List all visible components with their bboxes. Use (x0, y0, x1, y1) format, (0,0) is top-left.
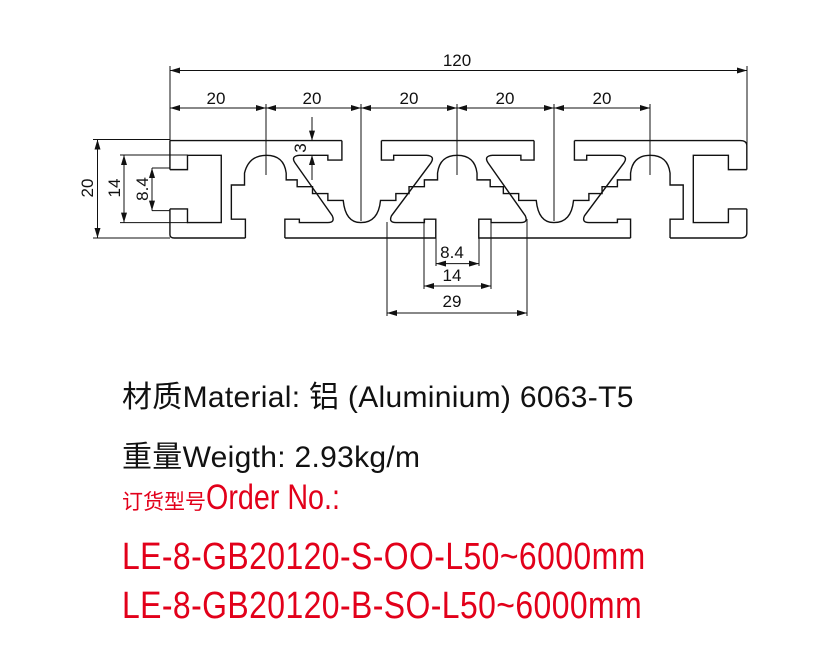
dim-pitch-1: 20 (207, 89, 226, 108)
dim-bottom-slot-opening: 8.4 (440, 243, 464, 262)
dimension-labels: 120 20 20 20 20 20 3 20 14 8.4 8.4 14 29 (78, 51, 611, 311)
slot-80-right-arm (574, 141, 630, 238)
dim-pitch-4: 20 (496, 89, 515, 108)
dim-height: 20 (78, 179, 97, 198)
dim-slot-opening: 8.4 (133, 177, 152, 201)
material-spec: 材质Material: 铝 (Aluminium) 6063-T5 (122, 381, 634, 414)
profile-drawing: 120 20 20 20 20 20 3 20 14 8.4 8.4 14 29 (78, 51, 748, 316)
order-code-2: LE-8-GB20120-B-SO-L50~6000mm (122, 585, 643, 627)
dim-wall-depth: 3 (291, 143, 310, 152)
dim-slot-inner-width: 14 (105, 179, 124, 198)
dim-bottom-slot-outer: 29 (443, 292, 462, 311)
order-label-en: Order No.: (206, 478, 340, 517)
right-end-slot (693, 155, 747, 222)
dimension-lines (93, 66, 748, 316)
dim-pitch-2: 20 (303, 89, 322, 108)
slot-40-right-arm (381, 141, 435, 238)
profile-outline (170, 141, 747, 238)
dim-pitch-3: 20 (400, 89, 419, 108)
top-edge (170, 141, 747, 238)
left-end-slot (170, 155, 221, 222)
order-code-1: LE-8-GB20120-S-OO-L50~6000mm (122, 536, 646, 578)
slot-40-left-arm (285, 141, 342, 238)
dim-pitch-5: 20 (593, 89, 612, 108)
order-label: 订货型号Order No.: (122, 478, 369, 518)
dim-bottom-slot-inner: 14 (443, 266, 462, 285)
dim-overall-width: 120 (443, 51, 471, 70)
order-label-cn: 订货型号 (122, 491, 206, 514)
weight-spec: 重量Weigth: 2.93kg/m (122, 441, 421, 474)
slot-80-left-arm (479, 141, 534, 238)
